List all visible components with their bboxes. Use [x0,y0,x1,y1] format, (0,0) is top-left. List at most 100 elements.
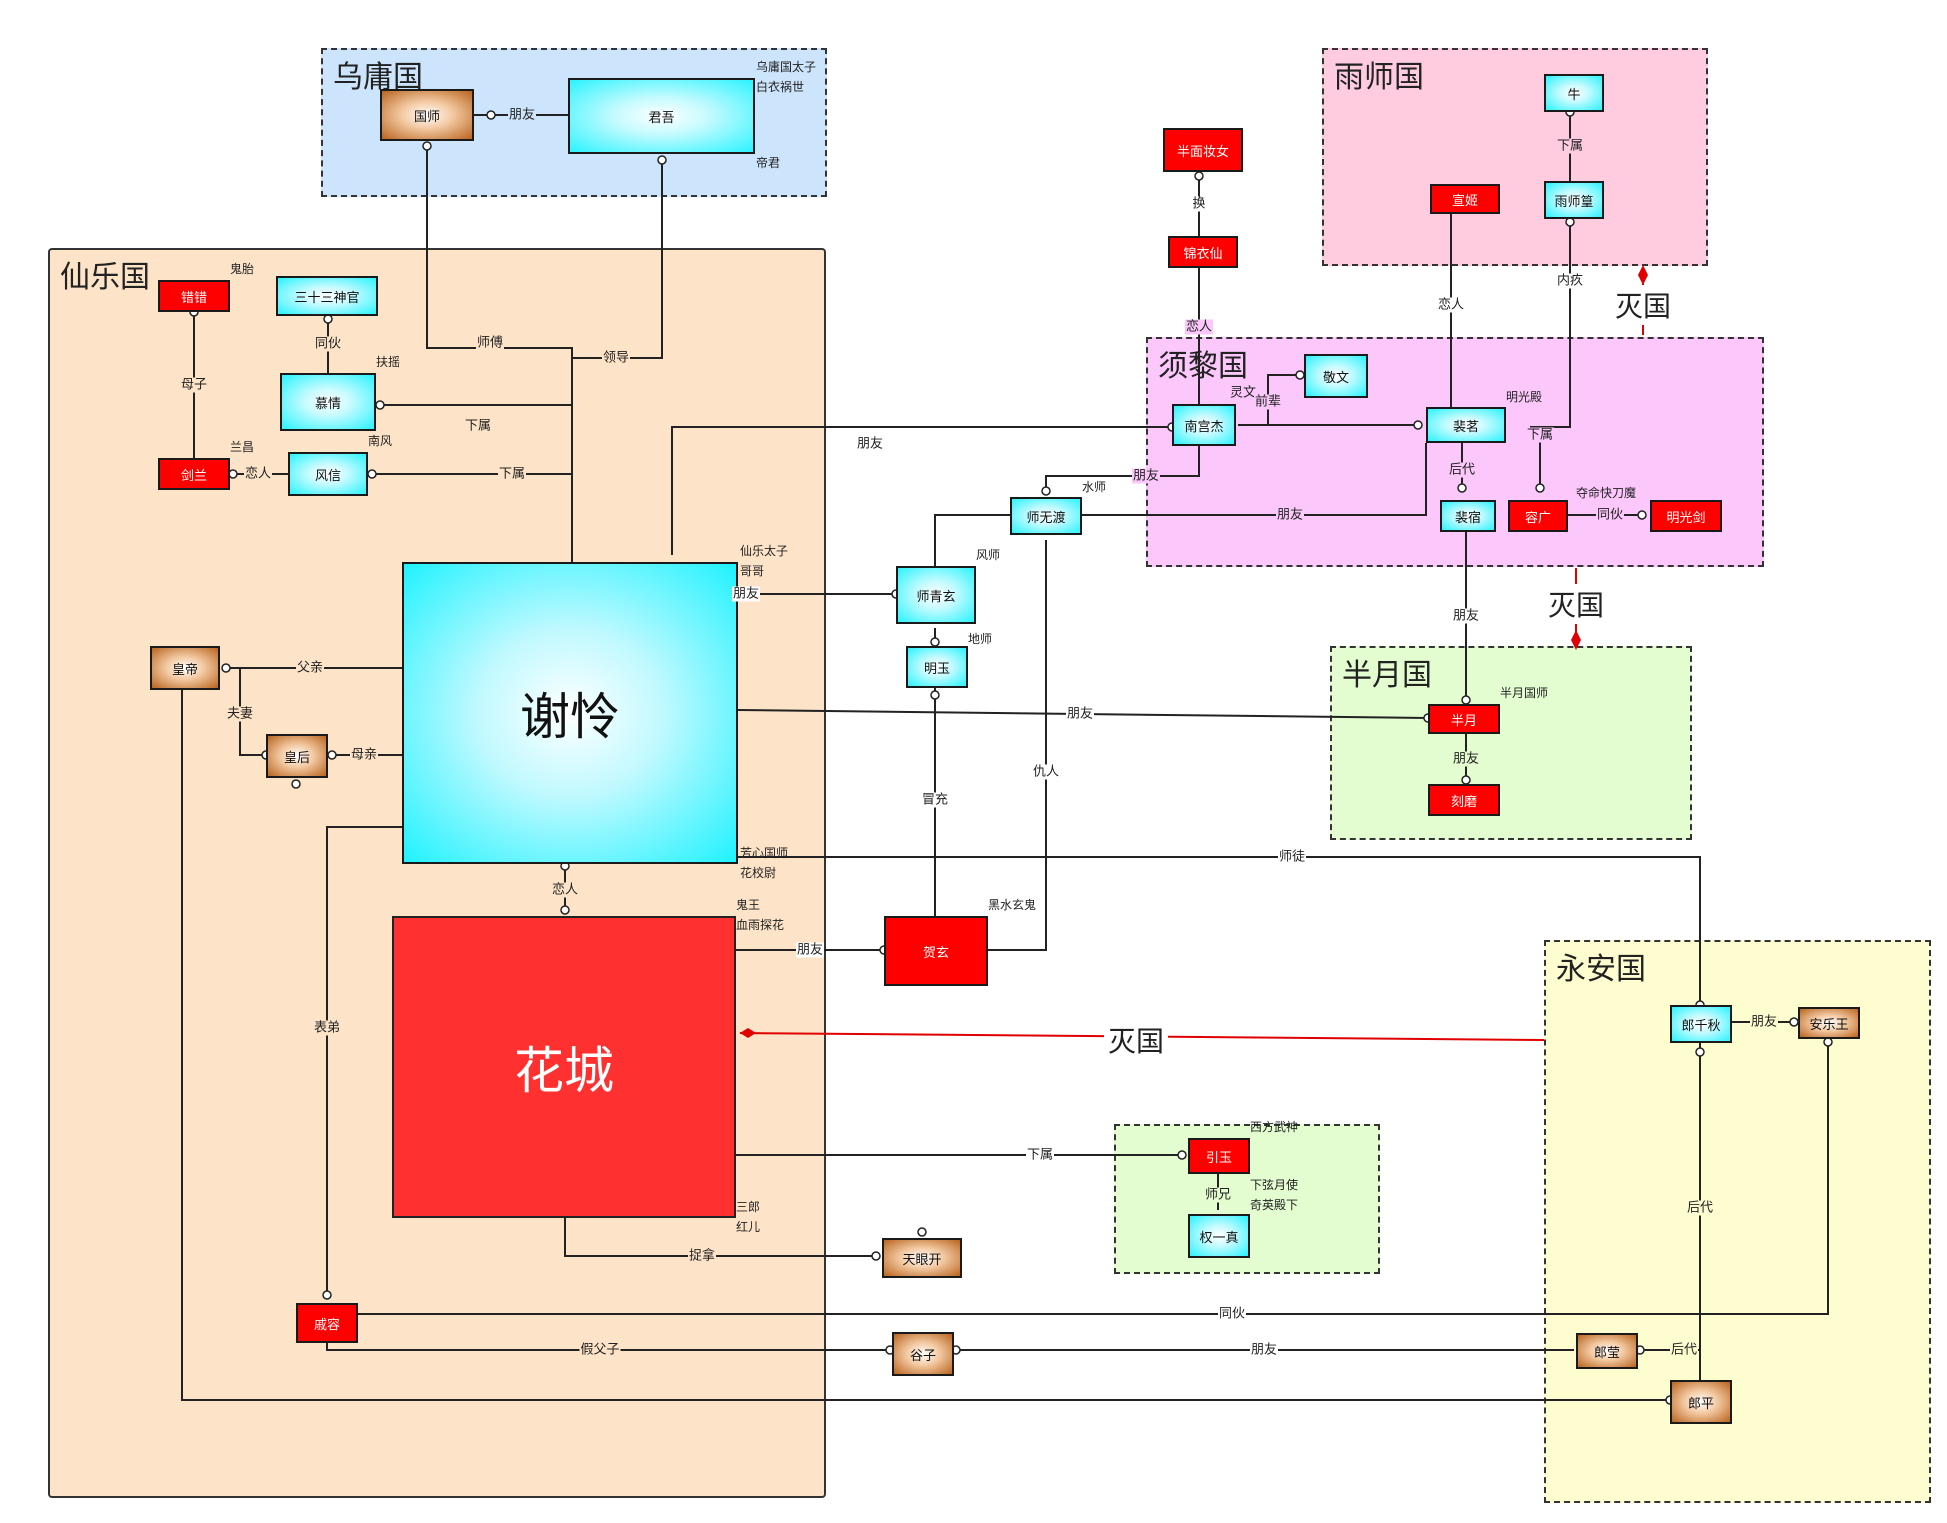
node-huangdi[interactable]: 皇帝 [150,646,220,690]
edge-label: 同伙 [313,336,343,352]
note: 半月国师 [1500,686,1549,700]
edge-label: 恋人 [243,466,273,482]
node-muqing[interactable]: 慕情 [280,373,376,431]
edge-label: 捉拿 [687,1248,717,1264]
node-fengxin[interactable]: 风信 [288,452,368,496]
destroy-label: 灭国 [1103,1020,1169,1060]
node-cuocuo[interactable]: 错错 [158,280,230,312]
edge-label: 假父子 [579,1342,621,1358]
node-tianyankai[interactable]: 天眼开 [882,1238,962,1278]
note: 红儿 [736,1220,761,1234]
node-huacheng[interactable]: 花城 [392,916,736,1218]
edge-label: 表弟 [312,1020,342,1036]
node-banmian[interactable]: 半面妆女 [1163,128,1243,172]
edge-label: 同伙 [1595,507,1625,523]
node-banyue[interactable]: 半月 [1428,704,1500,734]
edge-label: 后代 [1669,1342,1699,1358]
edge-label: 同伙 [1217,1306,1247,1322]
edge-label: 恋人 [550,882,580,898]
edge-label: 朋友 [1451,751,1481,767]
edge-label: 内疚 [1555,273,1585,289]
edge-label: 朋友 [507,107,537,123]
note: 地师 [968,632,993,646]
node-peiming[interactable]: 裴茗 [1426,407,1506,443]
edge-label: 冒充 [920,792,950,808]
destroy-label: 灭国 [1610,285,1676,325]
node-peisu[interactable]: 裴宿 [1440,500,1496,532]
note: 奇英殿下 [1250,1198,1299,1212]
node-guzi[interactable]: 谷子 [892,1332,954,1376]
note: 黑水玄鬼 [988,898,1037,912]
region-title: 半月国 [1342,658,1432,693]
note: 乌庸国太子 [756,60,817,74]
edge-label: 朋友 [1275,507,1305,523]
region-xianle: 仙乐国 [48,248,826,1498]
edge-label: 朋友 [1749,1014,1779,1030]
node-niu[interactable]: 牛 [1544,74,1604,112]
node-nangongjie[interactable]: 南宫杰 [1172,404,1236,446]
destroy-label: 灭国 [1543,584,1609,624]
node-mingguangjian[interactable]: 明光剑 [1650,500,1722,532]
edge-label: 朋友 [1451,608,1481,624]
edge-label: 母亲 [349,747,379,763]
note: 扶摇 [376,355,401,369]
edge-label: 仇人 [1031,764,1061,780]
edge-label: 师兄 [1203,1187,1233,1203]
node-anlewang[interactable]: 安乐王 [1798,1007,1860,1039]
edge-label: 前辈 [1253,394,1283,410]
edge-label: 下属 [1525,427,1555,443]
region-yushi: 雨师国 [1322,48,1708,266]
note: 三郎 [736,1200,761,1214]
node-junwu[interactable]: 君吾 [568,78,755,154]
edge-label: 恋人 [1184,319,1214,335]
region-banyue: 半月国 [1330,646,1692,840]
edge-label: 灵文 [1228,385,1258,401]
node-guoshi[interactable]: 国师 [380,89,474,141]
edge-label: 夫妻 [225,706,255,722]
edge-label: 下属 [1555,138,1585,154]
note: 兰昌 [230,440,255,454]
edge-label: 下属 [463,418,493,434]
note: 芳心国师 [740,846,789,860]
edge-label: 朋友 [1249,1342,1279,1358]
node-rongguang[interactable]: 容广 [1508,500,1568,532]
node-yinyu[interactable]: 引玉 [1188,1138,1250,1174]
edge-label: 师徒 [1277,849,1307,865]
note: 白衣祸世 [756,80,805,94]
node-huanghou[interactable]: 皇后 [266,734,328,778]
note: 鬼王 [736,898,761,912]
edge-label: 后代 [1685,1200,1715,1216]
edge-label: 下属 [1025,1147,1055,1163]
edge-label: 朋友 [795,942,825,958]
node-jianlan[interactable]: 剑兰 [158,458,230,490]
node-quanyizhen[interactable]: 权一真 [1188,1214,1250,1258]
region-title: 永安国 [1556,952,1646,987]
node-mingyi[interactable]: 明玉 [906,646,968,688]
node-kemo[interactable]: 刻磨 [1428,784,1500,816]
node-hexuan[interactable]: 贺玄 [884,916,988,986]
edge-label: 母子 [179,377,209,393]
node-langying[interactable]: 郎莹 [1576,1333,1638,1369]
edge-label: 领导 [601,350,631,366]
node-xielian[interactable]: 谢怜 [402,562,738,864]
node-jinyixian[interactable]: 锦衣仙 [1168,236,1238,268]
note: 哥哥 [740,564,765,578]
node-yushihuang[interactable]: 雨师篁 [1544,181,1604,219]
node-shiwudu[interactable]: 师无渡 [1010,497,1082,535]
region-title: 雨师国 [1334,60,1424,95]
node-langping[interactable]: 郎平 [1670,1380,1732,1424]
edge-label: 父亲 [295,660,325,676]
note: 明光殿 [1506,390,1543,404]
node-jingwen[interactable]: 敬文 [1304,354,1368,398]
node-langqianqiu[interactable]: 郎千秋 [1670,1005,1732,1043]
note: 水师 [1082,480,1107,494]
edge-label: 后代 [1447,462,1477,478]
node-shiqingxuan[interactable]: 师青玄 [896,566,976,624]
edge-label: 下属 [497,466,527,482]
node-sanshisan[interactable]: 三十三神官 [276,276,378,316]
note: 西方武神 [1250,1120,1299,1134]
node-qirong[interactable]: 戚容 [296,1303,358,1343]
node-xuanji[interactable]: 宣姬 [1430,184,1500,214]
note: 南风 [368,434,393,448]
edge-label: 朋友 [1065,706,1095,722]
